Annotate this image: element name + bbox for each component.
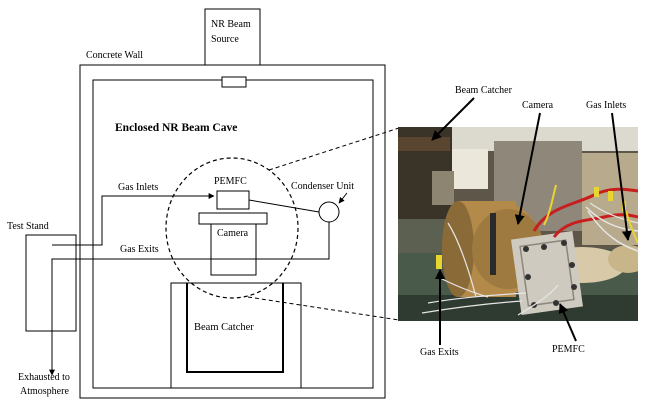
nr-beam-source-label-line1: NR Beam (211, 19, 251, 30)
setup-photograph (398, 127, 638, 321)
concrete-wall-label: Concrete Wall (86, 50, 143, 61)
concrete-wall-outer (79, 64, 386, 399)
gas-exits-label: Gas Exits (120, 244, 159, 255)
pemfc-box (216, 190, 250, 210)
pemfc-label: PEMFC (214, 176, 247, 187)
exhausted-label-line1: Exhausted to (18, 372, 70, 383)
condenser-unit-label: Condenser Unit (291, 181, 354, 192)
pemfc-to-condenser-line (248, 199, 320, 213)
test-stand-box (25, 234, 77, 332)
zoom-callout-ellipse (165, 157, 299, 299)
test-stand-label: Test Stand (7, 221, 49, 232)
zoom-connector-bottom (247, 296, 400, 321)
exhausted-label-line2: Atmosphere (20, 386, 69, 397)
gas-inlet-line (52, 193, 215, 246)
beam-cave-label: Enclosed NR Beam Cave (115, 122, 237, 134)
gas-inlets-label: Gas Inlets (118, 182, 158, 193)
beam-catcher-outer (170, 282, 302, 389)
camera-lens-plate (198, 212, 268, 225)
camera-label: Camera (217, 228, 249, 239)
condenser-pointer-arrow (338, 192, 348, 204)
nr-beam-source-label-line2: Source (211, 34, 239, 45)
condenser-unit-icon (318, 201, 340, 223)
beam-catcher-label: Beam Catcher (194, 322, 254, 333)
beam-catcher-u-shape (186, 283, 284, 373)
beam-port-hole-icon (221, 76, 247, 88)
zoom-connector-top (268, 127, 400, 171)
gas-exit-line (49, 222, 330, 376)
camera-body (210, 223, 257, 276)
